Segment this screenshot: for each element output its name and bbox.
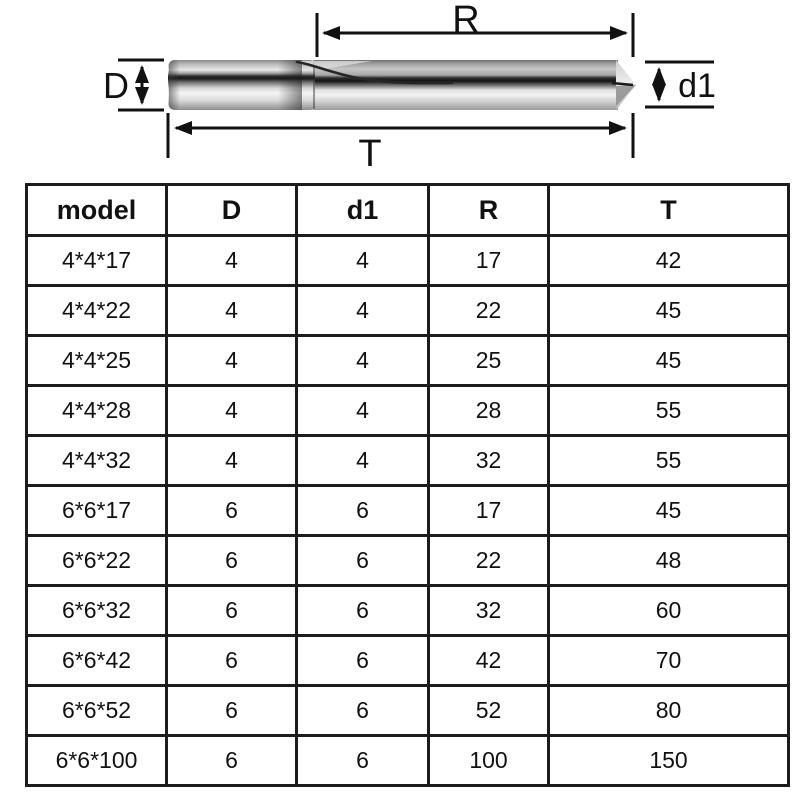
cell-d: 4 [165, 234, 298, 287]
cell-d: 6 [165, 484, 298, 537]
tool-diagram: R D d1 T [103, 0, 716, 175]
cell-r: 22 [427, 284, 550, 337]
cell-r: 52 [427, 684, 550, 737]
cell-d1: 6 [295, 734, 430, 787]
cell-d: 6 [165, 584, 298, 637]
cell-t: 42 [547, 234, 790, 287]
header-r: R [427, 183, 550, 237]
cell-d: 4 [165, 434, 298, 487]
cell-t: 60 [547, 584, 790, 637]
cell-r: 17 [427, 484, 550, 537]
cell-r: 17 [427, 234, 550, 287]
cell-d1: 4 [295, 434, 430, 487]
header-row: model D d1 R T [25, 183, 790, 237]
cell-d: 6 [165, 734, 298, 787]
label-D: D [103, 65, 129, 106]
cell-t: 45 [547, 334, 790, 387]
cell-model: 6*6*100 [25, 734, 168, 787]
cell-r: 22 [427, 534, 550, 587]
dimension-D [118, 58, 164, 112]
cell-t: 55 [547, 384, 790, 437]
cell-model: 6*6*52 [25, 684, 168, 737]
cell-r: 32 [427, 584, 550, 637]
cell-d1: 6 [295, 484, 430, 537]
cell-t: 48 [547, 534, 790, 587]
cell-model: 4*4*25 [25, 334, 168, 387]
header-d1: d1 [295, 183, 430, 237]
shank-end-shade [278, 60, 302, 110]
cell-t: 45 [547, 284, 790, 337]
header-d: D [165, 183, 298, 237]
cell-d1: 4 [295, 234, 430, 287]
cell-d: 6 [165, 534, 298, 587]
tip-edge-line [611, 81, 634, 87]
cell-d1: 4 [295, 384, 430, 437]
tool-flute-section [315, 60, 618, 110]
header-t: T [547, 183, 790, 237]
cell-d: 4 [165, 334, 298, 387]
cell-d1: 6 [295, 584, 430, 637]
cell-model: 4*4*17 [25, 234, 168, 287]
tool-tip-lower-facet [616, 85, 636, 106]
shank-left-cap-shade [169, 60, 180, 110]
cell-d: 4 [165, 284, 298, 337]
cell-d1: 4 [295, 334, 430, 387]
shank-flute-junction [313, 60, 316, 110]
cell-t: 55 [547, 434, 790, 487]
dimension-d1 [645, 60, 714, 109]
cell-d: 6 [165, 634, 298, 687]
cell-r: 32 [427, 434, 550, 487]
cell-r: 42 [427, 634, 550, 687]
tool-body [168, 60, 636, 110]
cell-t: 45 [547, 484, 790, 537]
flute-curve [295, 60, 454, 85]
cell-t: 70 [547, 634, 790, 687]
label-T: T [358, 133, 381, 175]
cell-r: 100 [427, 734, 550, 787]
cell-d: 6 [165, 684, 298, 737]
cell-model: 4*4*22 [25, 284, 168, 337]
cell-d1: 4 [295, 284, 430, 337]
label-R: R [452, 0, 479, 41]
cell-model: 4*4*28 [25, 384, 168, 437]
cell-r: 25 [427, 334, 550, 387]
cell-model: 6*6*22 [25, 534, 168, 587]
cell-d: 4 [165, 384, 298, 437]
cell-t: 80 [547, 684, 790, 737]
cell-model: 6*6*42 [25, 634, 168, 687]
cell-model: 6*6*17 [25, 484, 168, 537]
cell-d1: 6 [295, 634, 430, 687]
cell-t: 150 [547, 734, 790, 787]
cell-model: 4*4*32 [25, 434, 168, 487]
cell-r: 28 [427, 384, 550, 437]
cell-model: 6*6*32 [25, 584, 168, 637]
label-d1: d1 [678, 67, 716, 105]
dimension-T [166, 113, 635, 158]
header-model: model [25, 183, 168, 237]
dimension-R [315, 13, 635, 57]
cell-d1: 6 [295, 534, 430, 587]
flute-top-highlight [299, 61, 372, 69]
cell-d1: 6 [295, 684, 430, 737]
